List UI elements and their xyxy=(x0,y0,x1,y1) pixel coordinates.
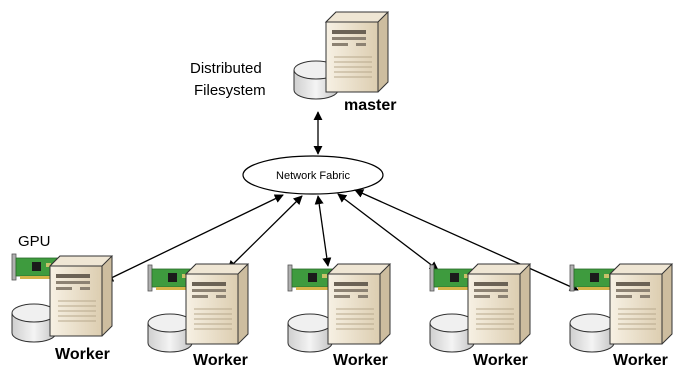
worker-node-2 xyxy=(147,263,249,353)
server-icon xyxy=(327,263,391,345)
worker-node-4 xyxy=(429,263,531,353)
worker-5-connector xyxy=(354,189,579,291)
worker-3-connector xyxy=(314,195,332,267)
disk-icon xyxy=(147,313,193,353)
server-icon xyxy=(49,255,113,337)
gpu-label: GPU xyxy=(18,233,51,250)
network-fabric-ellipse xyxy=(242,155,384,195)
worker-label: Worker xyxy=(613,352,668,368)
network-fabric-label: Network Fabric xyxy=(276,170,350,182)
master-label: master xyxy=(344,97,396,114)
worker-label: Worker xyxy=(473,352,528,368)
worker-2-connector xyxy=(227,195,303,270)
worker-node-3 xyxy=(287,263,391,353)
worker-label: Worker xyxy=(55,346,110,363)
disk-icon xyxy=(11,303,57,343)
filesystem-label-line2: Filesystem xyxy=(194,82,266,99)
filesystem-label-line1: Distributed xyxy=(190,60,262,77)
server-icon xyxy=(467,263,531,345)
disk-icon xyxy=(429,313,475,353)
worker-node-1 xyxy=(11,253,113,343)
master-node xyxy=(293,11,389,100)
master-server-icon xyxy=(325,11,389,93)
server-icon xyxy=(185,263,249,345)
worker-label: Worker xyxy=(333,352,388,368)
worker-label: Worker xyxy=(193,352,248,368)
disk-icon xyxy=(287,313,333,353)
server-icon xyxy=(609,263,673,345)
disk-icon xyxy=(569,313,615,353)
worker-node-5 xyxy=(569,263,673,353)
